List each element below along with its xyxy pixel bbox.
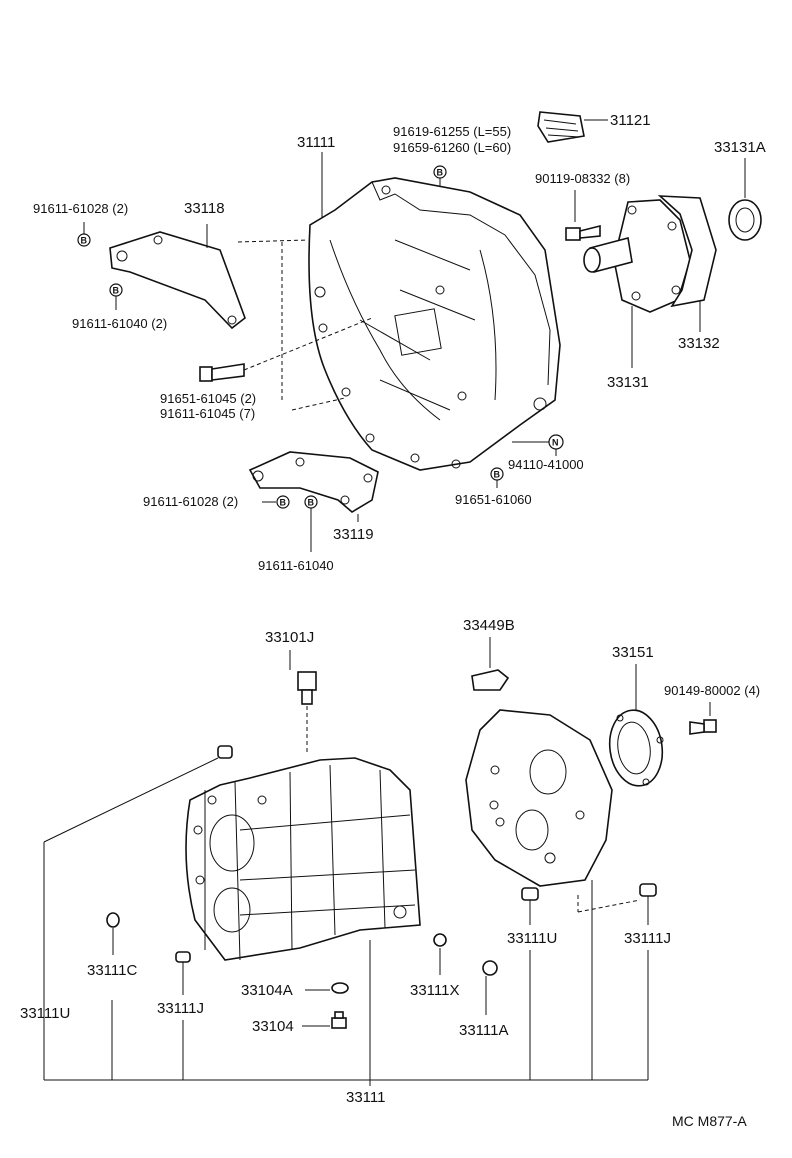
cover-33151-shape — [608, 709, 664, 787]
bracket-33118-shape — [109, 224, 246, 330]
label-33111: 33111 — [346, 1089, 386, 1106]
dowel-shape — [175, 951, 191, 963]
svg-text:B: B — [81, 236, 88, 246]
plug-shape — [106, 912, 120, 928]
label-33449B: 33449B — [463, 617, 515, 634]
badge-b-icon: B — [77, 233, 91, 247]
label-33131A: 33131A — [714, 139, 766, 156]
bracket-33119-shape — [248, 451, 379, 513]
label-33101J: 33101J — [265, 629, 314, 646]
label-33111J-right: 33111J — [624, 930, 671, 947]
label-33119: 33119 — [333, 526, 374, 543]
dowel-shape — [521, 887, 539, 901]
gasket-33111X-shape — [433, 933, 447, 947]
label-91611-61028-top: 91611-61028 (2) — [33, 201, 128, 216]
label-33131: 33131 — [607, 374, 649, 391]
badge-b-icon: B — [109, 283, 123, 297]
svg-text:B: B — [113, 286, 120, 296]
label-91619-61255: 91619-61255 (L=55) — [393, 124, 511, 139]
retainer-33131-shape — [583, 199, 691, 313]
badge-n-icon: N — [548, 434, 564, 450]
assembly-bracket-lines — [43, 842, 649, 1086]
adapter-housing-shape — [465, 709, 613, 887]
label-33111A: 33111A — [459, 1022, 509, 1039]
badge-b-icon: B — [433, 165, 447, 179]
dowel-shape — [217, 745, 233, 759]
label-33111X: 33111X — [410, 982, 460, 999]
svg-text:N: N — [552, 438, 559, 448]
dowel-shape — [639, 883, 657, 897]
label-91651-61045: 91651-61045 (2) — [160, 391, 256, 406]
label-33111C: 33111C — [87, 962, 137, 979]
catalog-code: MC M877-A — [672, 1113, 747, 1129]
transmission-case-shape — [185, 757, 421, 961]
seal-33131A-shape — [728, 199, 762, 241]
bolt-shape — [199, 363, 245, 382]
plug-33104-shape — [331, 1011, 347, 1029]
label-91611-61045: 91611-61045 (7) — [160, 406, 255, 421]
label-94110-41000: 94110-41000 — [508, 457, 584, 472]
svg-text:B: B — [437, 168, 444, 178]
svg-text:B: B — [280, 498, 287, 508]
clutch-housing-shape — [308, 177, 561, 471]
gasket-33104A-shape — [331, 982, 349, 994]
label-33111U-right: 33111U — [507, 930, 557, 947]
breather-33101J-shape — [297, 671, 317, 705]
svg-text:B: B — [494, 470, 501, 480]
label-91651-61060: 91651-61060 — [455, 492, 532, 507]
badge-b-icon: B — [304, 495, 318, 509]
label-33118: 33118 — [184, 200, 225, 217]
label-33111U-left: 33111U — [20, 1005, 70, 1022]
part-33449B-shape — [471, 669, 510, 691]
label-33104A: 33104A — [241, 982, 293, 999]
label-91611-61040-top: 91611-61040 (2) — [72, 316, 167, 331]
label-33111J-left: 33111J — [157, 1000, 204, 1017]
badge-b-icon: B — [490, 467, 504, 481]
part-31121-shape — [537, 111, 608, 143]
label-33104: 33104 — [252, 1018, 294, 1035]
label-90149-80002: 90149-80002 (4) — [664, 683, 760, 698]
label-91611-61028-bot: 91611-61028 (2) — [143, 494, 238, 509]
label-91659-61260: 91659-61260 (L=60) — [393, 140, 511, 155]
label-90119-08332: 90119-08332 (8) — [535, 171, 630, 186]
label-31121: 31121 — [610, 112, 651, 129]
bolt-shape — [689, 719, 717, 735]
label-31111: 31111 — [297, 134, 335, 151]
label-33151: 33151 — [612, 644, 654, 661]
badge-b-icon: B — [276, 495, 290, 509]
plug-33111A-shape — [482, 960, 498, 976]
gasket-33132-shape — [657, 195, 717, 308]
svg-text:B: B — [308, 498, 315, 508]
label-33132: 33132 — [678, 335, 720, 352]
bolt-shape — [565, 224, 601, 241]
label-91611-61040-bot: 91611-61040 — [258, 558, 334, 573]
